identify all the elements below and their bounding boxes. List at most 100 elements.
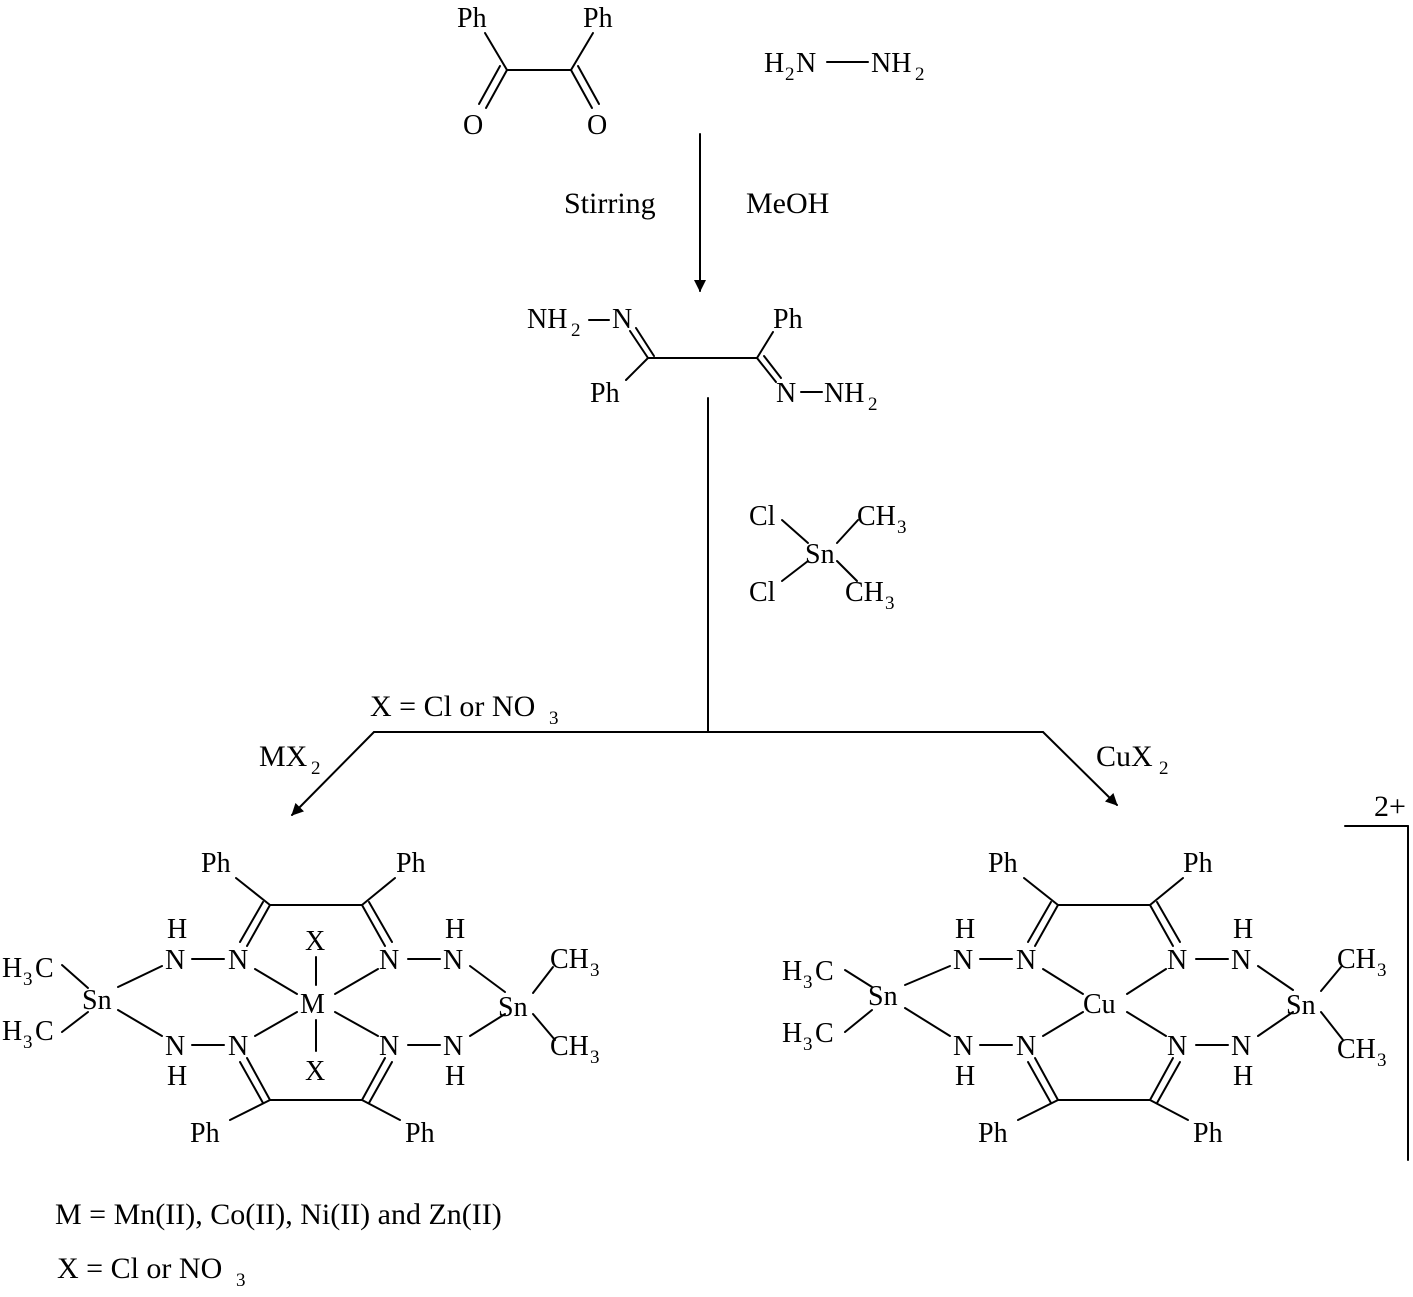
reagent-ch3-top: CH bbox=[857, 501, 896, 532]
arrow-right-branch bbox=[1042, 731, 1118, 806]
reagent-cl-bottom: Cl bbox=[749, 577, 776, 608]
left-ch3-top-sub: 3 bbox=[590, 960, 600, 981]
dihydrazone-ph-top: Ph bbox=[773, 304, 803, 335]
right-h3c-bottom-c: C bbox=[815, 1018, 834, 1049]
dihydrazone-nh2-left: NH bbox=[527, 304, 567, 335]
left-h-top-right: H bbox=[445, 914, 465, 945]
right-ph-top-right: Ph bbox=[1183, 848, 1213, 879]
left-h3c-bottom-h: H bbox=[2, 1016, 22, 1047]
right-ch3-bottom: CH bbox=[1337, 1034, 1376, 1065]
label-cux2-sub: 2 bbox=[1159, 758, 1169, 779]
left-x-axial-bottom: X bbox=[305, 1056, 325, 1087]
label-mx2-sub: 2 bbox=[311, 758, 321, 779]
hydrazine-h: H bbox=[764, 48, 784, 79]
benzil-structure: Ph Ph O O bbox=[457, 3, 613, 141]
left-ch3-top: CH bbox=[550, 944, 589, 975]
left-h3c-bottom-sub: 3 bbox=[23, 1032, 33, 1053]
label-cux2: CuX bbox=[1096, 740, 1153, 773]
dihydrazone-nh2-left-sub: 2 bbox=[571, 320, 581, 341]
right-h3c-bottom-h: H bbox=[782, 1018, 802, 1049]
hydrazine-structure: H 2 N NH 2 bbox=[764, 48, 925, 85]
dihydrazone-n-right: N bbox=[776, 378, 796, 409]
reagent-ch3-top-sub: 3 bbox=[897, 517, 907, 538]
reagent-sn: Sn bbox=[805, 539, 835, 570]
left-sn-left: Sn bbox=[82, 985, 112, 1016]
left-h3c-top-h: H bbox=[2, 953, 22, 984]
reagent-ch3-bottom: CH bbox=[845, 577, 884, 608]
right-h3c-top-c: C bbox=[815, 956, 834, 987]
right-h-top-left: H bbox=[955, 914, 975, 945]
left-ch3-bottom: CH bbox=[550, 1031, 589, 1062]
left-ph-bottom-right: Ph bbox=[405, 1118, 435, 1149]
left-metal-m: M bbox=[300, 989, 325, 1020]
label-x-definition-sub: 3 bbox=[549, 708, 559, 729]
right-nh-top-right: N bbox=[1231, 945, 1251, 976]
right-complex-structure: Ph Ph Ph Ph H N N N N H N H N N N bbox=[782, 790, 1409, 1161]
benzil-ph-right: Ph bbox=[583, 3, 613, 34]
left-complex-structure: Ph Ph Ph Ph H N N N N H N H N N N bbox=[2, 848, 600, 1149]
label-x-definition: X = Cl or NO bbox=[370, 690, 535, 723]
benzil-ph-left: Ph bbox=[457, 3, 487, 34]
condition-solvent: MeOH bbox=[746, 187, 829, 220]
arrow-left-branch bbox=[291, 731, 375, 816]
right-h-bottom-right: H bbox=[1233, 1061, 1253, 1092]
dimethyltin-dichloride: Cl Cl Sn CH 3 CH 3 bbox=[749, 501, 907, 614]
left-ph-bottom-left: Ph bbox=[190, 1118, 220, 1149]
hydrazine-sub-right: 2 bbox=[915, 64, 925, 85]
hydrazine-n: N bbox=[796, 48, 816, 79]
left-n-bottom-left: N bbox=[228, 1031, 248, 1062]
left-nh-top-right: N bbox=[443, 945, 463, 976]
label-mx2: MX bbox=[259, 740, 308, 773]
right-h3c-top-sub: 3 bbox=[803, 972, 813, 993]
dihydrazone-nh2-right: NH bbox=[824, 378, 864, 409]
right-ph-bottom-left: Ph bbox=[978, 1118, 1008, 1149]
right-h-top-right: H bbox=[1233, 914, 1253, 945]
condition-stirring: Stirring bbox=[564, 187, 656, 220]
right-h3c-top-h: H bbox=[782, 956, 802, 987]
left-ch3-bottom-sub: 3 bbox=[590, 1047, 600, 1068]
left-n-top-right: N bbox=[379, 945, 399, 976]
right-h3c-bottom-sub: 3 bbox=[803, 1034, 813, 1055]
dihydrazone-nh2-right-sub: 2 bbox=[868, 394, 878, 415]
right-sn-left: Sn bbox=[868, 981, 898, 1012]
right-ph-bottom-right: Ph bbox=[1193, 1118, 1223, 1149]
left-h3c-top-sub: 3 bbox=[23, 969, 33, 990]
hydrazine-nh: NH bbox=[871, 48, 911, 79]
dihydrazone-n-left: N bbox=[612, 304, 632, 335]
left-sn-right: Sn bbox=[498, 992, 528, 1023]
hydrazine-sub-left: 2 bbox=[785, 64, 795, 85]
left-n-bottom-right: N bbox=[379, 1031, 399, 1062]
left-ph-top-left: Ph bbox=[201, 848, 231, 879]
right-nh-bottom-right: N bbox=[1231, 1031, 1251, 1062]
left-h3c-bottom-c: C bbox=[35, 1016, 54, 1047]
reagent-cl-top: Cl bbox=[749, 501, 776, 532]
right-ph-top-left: Ph bbox=[988, 848, 1018, 879]
footnote-x-sub: 3 bbox=[236, 1270, 246, 1291]
right-ch3-top-sub: 3 bbox=[1377, 960, 1387, 981]
right-ch3-top: CH bbox=[1337, 944, 1376, 975]
right-nh-bottom-left: N bbox=[953, 1031, 973, 1062]
left-nh-top-left: N bbox=[165, 945, 185, 976]
right-n-bottom-left: N bbox=[1016, 1031, 1036, 1062]
left-h-bottom-right: H bbox=[445, 1061, 465, 1092]
right-ch3-bottom-sub: 3 bbox=[1377, 1050, 1387, 1071]
right-sn-right: Sn bbox=[1286, 990, 1316, 1021]
left-h-bottom-left: H bbox=[167, 1061, 187, 1092]
benzil-o-right: O bbox=[587, 110, 607, 141]
right-n-top-left: N bbox=[1016, 945, 1036, 976]
left-x-axial-top: X bbox=[305, 926, 325, 957]
right-n-top-right: N bbox=[1167, 945, 1187, 976]
right-charge-label: 2+ bbox=[1374, 790, 1406, 823]
footnote-metals: M = Mn(II), Co(II), Ni(II) and Zn(II) bbox=[55, 1198, 502, 1231]
left-h-top-left: H bbox=[167, 914, 187, 945]
left-ph-top-right: Ph bbox=[396, 848, 426, 879]
benzil-o-left: O bbox=[463, 110, 483, 141]
right-metal-cu: Cu bbox=[1083, 989, 1116, 1020]
left-h3c-top-c: C bbox=[35, 953, 54, 984]
right-h-bottom-left: H bbox=[955, 1061, 975, 1092]
reagent-ch3-bottom-sub: 3 bbox=[885, 593, 895, 614]
left-nh-bottom-left: N bbox=[165, 1031, 185, 1062]
left-nh-bottom-right: N bbox=[443, 1031, 463, 1062]
right-n-bottom-right: N bbox=[1167, 1031, 1187, 1062]
